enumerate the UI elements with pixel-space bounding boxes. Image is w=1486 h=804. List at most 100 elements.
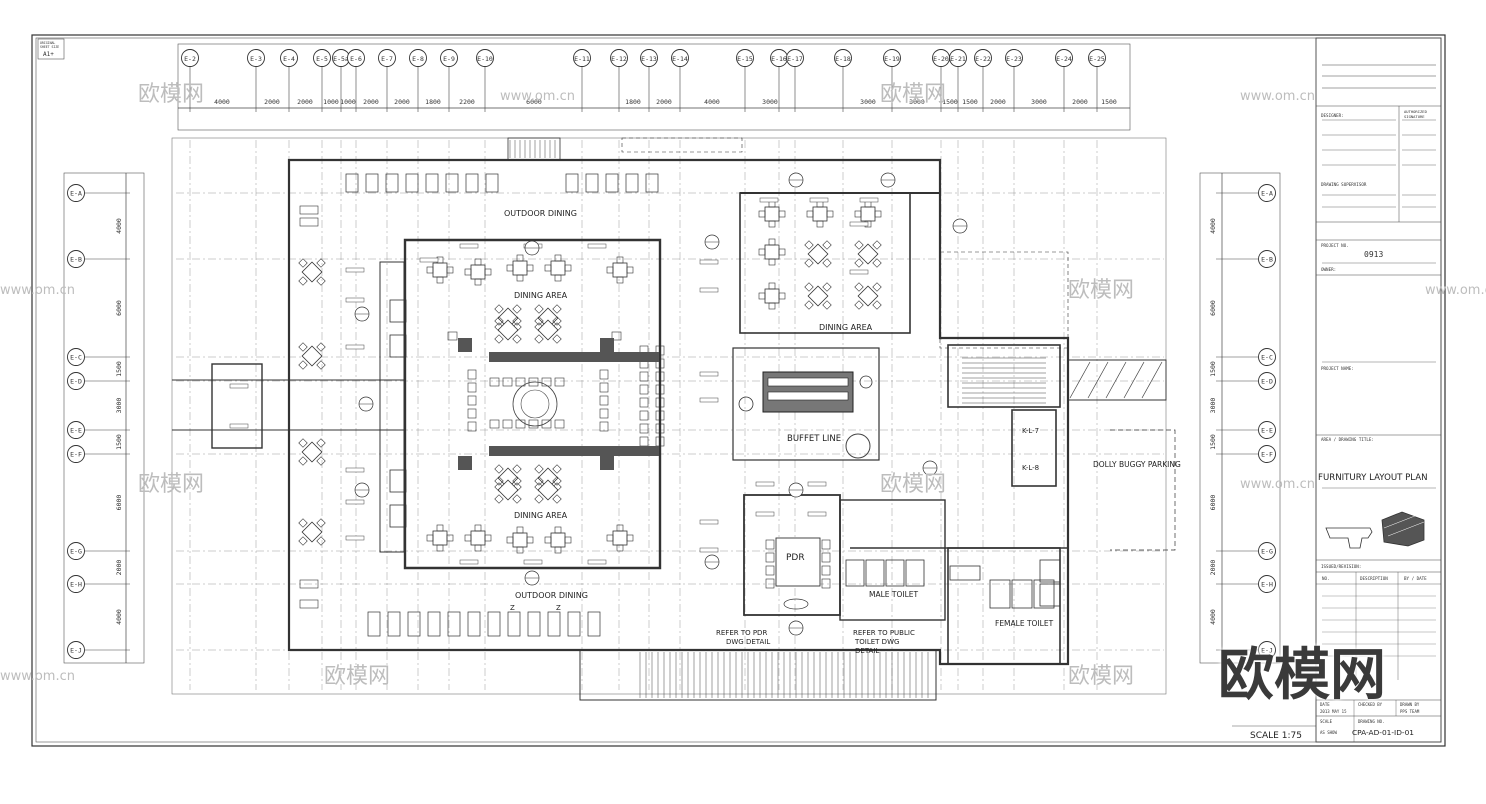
- tb-authorized: AUTHORIZED: [1404, 109, 1428, 114]
- chair: [436, 276, 444, 284]
- grid-bubble: [313, 49, 331, 67]
- label-dining-area-1: DINING AREA: [514, 291, 568, 300]
- watermark-cn-2: 欧模网: [880, 82, 947, 107]
- table-diamond: [497, 479, 519, 501]
- tb-project-name: PROJECT NAME:: [1321, 366, 1354, 371]
- bench: [299, 579, 319, 589]
- grid-bubble-label: E-3: [250, 55, 262, 63]
- grid-bubble-label: E-B: [70, 256, 82, 264]
- outdoor-seat: [587, 611, 601, 637]
- chair: [768, 258, 776, 266]
- toilet-stall: [1039, 583, 1061, 607]
- label-outdoor-dining-bottom: OUTDOOR DINING: [515, 591, 588, 600]
- table: [432, 262, 448, 278]
- watermark-url-5: www.om.cn: [1240, 477, 1315, 492]
- grid-dimension: 2000: [115, 560, 123, 576]
- chair: [778, 210, 786, 218]
- chair: [534, 334, 544, 344]
- chair: [506, 264, 514, 272]
- outdoor-seat: [585, 173, 599, 193]
- grid-bubble: [247, 49, 265, 67]
- chair: [298, 518, 308, 528]
- watermark-url-3: www.om.cn: [1425, 283, 1486, 298]
- chair: [298, 342, 308, 352]
- watermark-cn-3: 欧模网: [1068, 278, 1135, 303]
- chair: [467, 382, 477, 393]
- chair: [554, 546, 562, 554]
- table: [764, 244, 780, 260]
- grid-bubble-label: E-6: [350, 55, 362, 63]
- chair: [606, 534, 614, 542]
- furniture-tag: [807, 481, 827, 487]
- chair: [599, 421, 609, 432]
- furniture-tag: [229, 423, 249, 429]
- outdoor-seat: [405, 173, 419, 193]
- chair: [512, 316, 522, 326]
- grid-bubble: [883, 49, 901, 67]
- bench: [299, 217, 319, 227]
- furniture-tag: [859, 197, 879, 203]
- outdoor-seat: [507, 611, 521, 637]
- chair: [872, 282, 882, 292]
- outdoor-seat: [465, 173, 479, 193]
- chair: [639, 410, 649, 421]
- chair: [426, 534, 434, 542]
- table: [432, 530, 448, 546]
- grid-bubble-label: E-2: [184, 55, 196, 63]
- chair: [316, 536, 326, 546]
- grid-dimension: 1500: [1209, 434, 1217, 450]
- chair: [639, 397, 649, 408]
- chair: [552, 464, 562, 474]
- table: [860, 206, 876, 222]
- table-diamond: [497, 307, 519, 329]
- chair: [854, 300, 864, 310]
- booth: [389, 299, 407, 323]
- chair: [599, 369, 609, 380]
- watermark-url-4: www.om.cn: [0, 283, 75, 298]
- grid-dimension: 4000: [214, 98, 230, 106]
- furniture-tag: [345, 535, 365, 541]
- central-columns: [458, 338, 659, 470]
- chair: [616, 544, 624, 552]
- grid-dimension: 1500: [942, 98, 958, 106]
- chair: [564, 536, 572, 544]
- tb-authorized-2: SIGNATURE: [1404, 114, 1425, 119]
- chair: [768, 282, 776, 290]
- table-diamond: [537, 319, 559, 341]
- grid-dimension: 4000: [1209, 609, 1217, 625]
- grid-bubble: [573, 49, 591, 67]
- scale-text: SCALE 1:75: [1250, 731, 1302, 741]
- chair: [826, 210, 834, 218]
- outdoor-seat: [425, 173, 439, 193]
- chair: [822, 282, 832, 292]
- chair: [316, 342, 326, 352]
- table-diamond: [857, 285, 879, 307]
- grid-bubble-label: E-12: [611, 55, 627, 63]
- chair: [484, 268, 492, 276]
- chair: [502, 419, 513, 429]
- label-dolly-buggy-parking: DOLLY BUGGY PARKING: [1093, 460, 1181, 469]
- grid-dimension: 1500: [962, 98, 978, 106]
- stairs: [509, 140, 1046, 698]
- chair: [554, 274, 562, 282]
- grid-dimension: 4000: [115, 609, 123, 625]
- grid-bubble-label: E-D: [1261, 378, 1273, 386]
- watermark-cn-5: 欧模网: [880, 472, 947, 497]
- chair: [822, 240, 832, 250]
- grid-bubble-label: E-11: [574, 55, 590, 63]
- chair: [298, 536, 308, 546]
- grid-bubble-label: E-F: [70, 451, 82, 459]
- left-grid-block: E-AE-BE-CE-DE-EE-FE-GE-HE-J4000600015003…: [63, 172, 145, 664]
- grid-bubble: [409, 49, 427, 67]
- grid-bubble-label: E-H: [1261, 581, 1273, 589]
- chair: [874, 210, 882, 218]
- chair: [804, 300, 814, 310]
- building-walls: [172, 137, 1176, 701]
- grid-dimension: 3000: [909, 98, 925, 106]
- grid-dimension: 1500: [115, 434, 123, 450]
- grid-bubble: [736, 49, 754, 67]
- grid-bubble-label: E-D: [70, 378, 82, 386]
- tb-area-title: AREA / DRAWING TITLE:: [1321, 437, 1374, 442]
- table-diamond: [537, 479, 559, 501]
- grid-bubble-label: E-A: [70, 190, 82, 198]
